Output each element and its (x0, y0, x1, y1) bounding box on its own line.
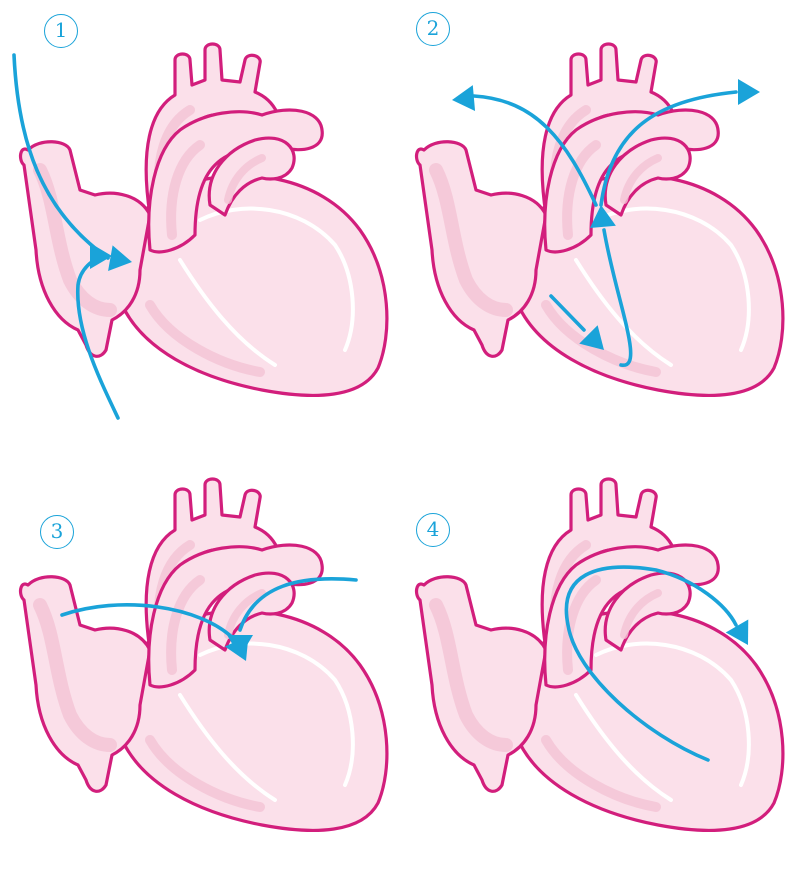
heart-illustration-1 (0, 0, 396, 435)
heart-illustration-3 (0, 435, 396, 870)
panel-4: 4 (396, 435, 792, 870)
heart-illustration-2 (396, 0, 792, 435)
step-number-3: 3 (40, 515, 74, 549)
heart-group (21, 479, 387, 830)
panel-1: 1 (0, 0, 396, 435)
step-number-2: 2 (416, 12, 450, 46)
panel-2: 2 (396, 0, 792, 435)
step-number-1: 1 (44, 14, 78, 48)
step-number-4: 4 (416, 513, 450, 547)
heart-illustration-4 (396, 435, 792, 870)
panel-3: 3 (0, 435, 396, 870)
heart-group (21, 44, 387, 395)
arrow-out-left-head (452, 85, 475, 111)
arrow-out-right-head (738, 79, 760, 105)
heart-group (417, 479, 783, 830)
